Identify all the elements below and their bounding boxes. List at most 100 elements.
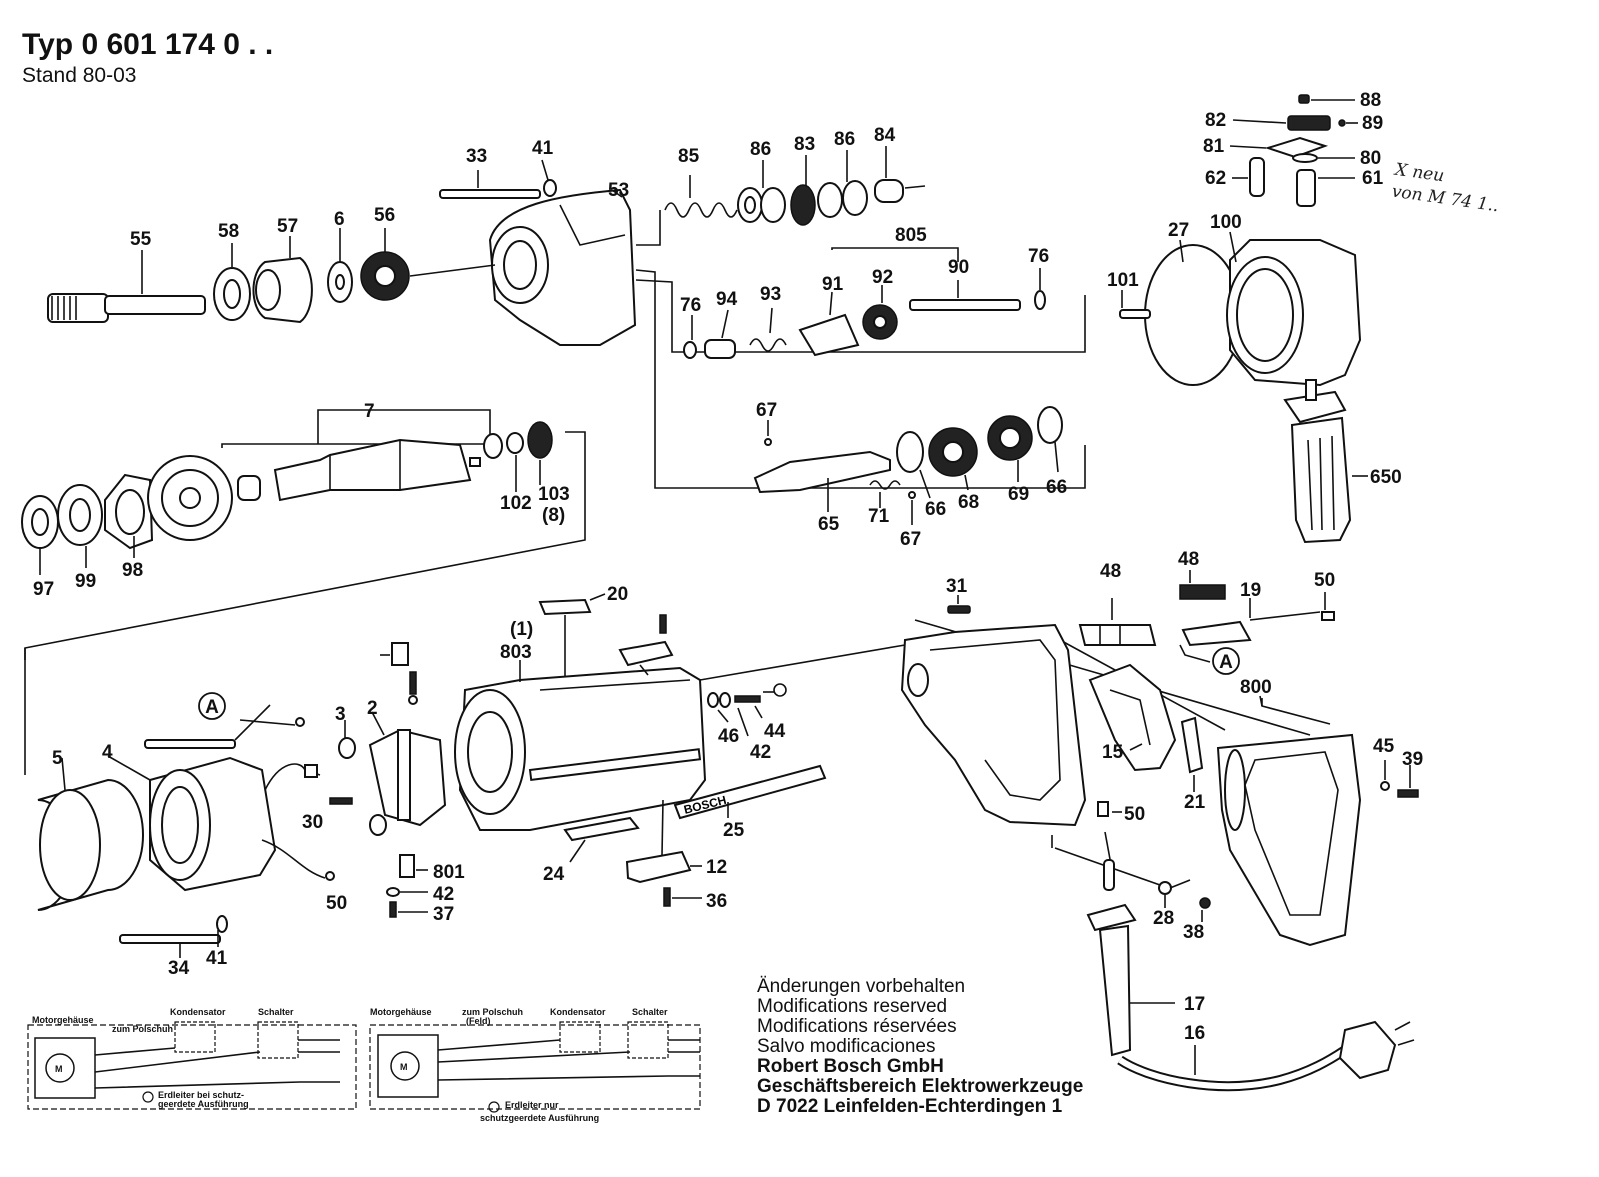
handle-housing-left [900, 623, 1087, 827]
footer-division: Geschäftsbereich Elektrowerkzeuge [757, 1076, 1084, 1097]
pn-36: 36 [706, 891, 727, 912]
footer-line-de: Änderungen vorbehalten [757, 976, 966, 997]
pn-800: 800 [1240, 677, 1272, 698]
callout-a-right-label: A [1219, 652, 1233, 673]
sch-right-earth-1: Erdleiter nur [505, 1100, 559, 1110]
pn-19: 19 [1240, 580, 1261, 601]
wiring-schematic-left: Motorgehäuse zum Polschuh Kondensator Sc… [27, 1007, 357, 1110]
callout-a-left-label: A [205, 697, 219, 718]
pn-100: 100 [1210, 212, 1242, 233]
pn-39: 39 [1402, 749, 1423, 770]
callout-a-left: A [198, 692, 226, 720]
pn-67-b: 67 [900, 529, 921, 550]
pn-17: 17 [1184, 994, 1205, 1015]
wiring-schematic-right: Motorgehäuse zum Polschuh (Feld) Kondens… [369, 1007, 701, 1123]
pn-16: 16 [1184, 1023, 1205, 1044]
motor-housing-803 [454, 593, 707, 831]
pn-42-b: 42 [433, 884, 454, 905]
pn-27: 27 [1168, 220, 1189, 241]
pn-65: 65 [818, 514, 840, 535]
pn-1: (1) [510, 619, 533, 640]
pn-50-c: 50 [1124, 804, 1145, 825]
pn-94: 94 [716, 289, 738, 310]
handle-housing-right [1216, 698, 1419, 947]
pn-80: 80 [1360, 148, 1381, 169]
pn-801: 801 [433, 862, 465, 883]
top-cap-parts [1229, 94, 1358, 207]
pn-88: 88 [1360, 90, 1381, 111]
pn-45: 45 [1373, 736, 1395, 757]
sch-right-switch: Schalter [632, 1007, 668, 1017]
pn-91: 91 [822, 274, 844, 295]
gear-group-bracket [635, 210, 1086, 489]
gear-case-100 [1119, 231, 1362, 387]
pn-76-b: 76 [680, 295, 701, 316]
sch-left-motor-housing: Motorgehäuse [32, 1015, 94, 1025]
pn-81: 81 [1203, 136, 1225, 157]
pn-12: 12 [706, 857, 727, 878]
pn-3: 3 [335, 704, 346, 725]
pn-803: 803 [500, 642, 532, 663]
pn-38: 38 [1183, 922, 1204, 943]
pn-37: 37 [433, 904, 454, 925]
top-clamp-parts [618, 614, 787, 737]
footer-notes: Änderungen vorbehalten Modifications res… [757, 977, 1083, 1117]
pn-48-b: 48 [1178, 549, 1199, 570]
pn-67-a: 67 [756, 400, 777, 421]
pn-101: 101 [1107, 270, 1139, 291]
armature-assembly-7 [21, 409, 586, 660]
spindle-assembly [47, 228, 496, 324]
pn-86-b: 86 [834, 129, 855, 150]
pn-34: 34 [168, 958, 190, 979]
pn-99: 99 [75, 571, 96, 592]
pn-50-b: 50 [326, 893, 347, 914]
pn-33: 33 [466, 146, 487, 167]
pn-58: 58 [218, 221, 239, 242]
sch-left-switch: Schalter [258, 1007, 294, 1017]
cable-clamp-parts [563, 799, 702, 907]
sch-right-motor-housing: Motorgehäuse [370, 1007, 432, 1017]
switch-15 [1088, 663, 1204, 817]
pn-86-a: 86 [750, 139, 771, 160]
screw-33 [439, 159, 557, 199]
pn-42-a: 42 [750, 742, 771, 763]
pn-103: 103 [538, 484, 570, 505]
callout-a-right: A [1212, 647, 1240, 675]
footer-company: Robert Bosch GmbH [757, 1056, 944, 1077]
field-assembly [24, 648, 353, 958]
footer-line-fr: Modifications réservées [757, 1016, 957, 1037]
pn-56: 56 [374, 205, 395, 226]
pn-24: 24 [543, 864, 565, 885]
pn-97: 97 [33, 579, 54, 600]
sch-left-earth-1: Erdleiter bei schutz- [158, 1090, 244, 1100]
pn-85: 85 [678, 146, 700, 167]
pn-15: 15 [1102, 742, 1124, 763]
pn-25: 25 [723, 820, 745, 841]
power-cord [1086, 831, 1415, 1092]
sch-left-capacitor: Kondensator [170, 1007, 226, 1017]
sch-right-motor: M [400, 1062, 408, 1072]
sch-right-pole-shoe-2: (Feld) [466, 1016, 491, 1026]
pn-4: 4 [102, 742, 113, 763]
spring-washer-stack [664, 146, 926, 226]
carbon-brushes [1078, 570, 1335, 663]
pn-89: 89 [1362, 113, 1383, 134]
pn-7: 7 [364, 401, 375, 422]
pn-20: 20 [607, 584, 628, 605]
pn-31: 31 [946, 576, 968, 597]
pn-71: 71 [868, 506, 890, 527]
pn-5: 5 [52, 748, 63, 769]
intermediate-shaft-assembly [683, 268, 1046, 359]
pn-50-a: 50 [1314, 570, 1335, 591]
footer-address: D 7022 Leinfelden-Echterdingen 1 [757, 1096, 1063, 1117]
pn-84: 84 [874, 125, 896, 146]
pn-41-top: 41 [532, 138, 554, 159]
pn-44: 44 [764, 721, 786, 742]
sch-left-motor: M [55, 1064, 63, 1074]
pn-57: 57 [277, 216, 298, 237]
pn-55: 55 [130, 229, 152, 250]
type-number: Typ 0 601 174 0 . . [22, 28, 274, 61]
pn-69: 69 [1008, 484, 1029, 505]
pn-76-a: 76 [1028, 246, 1049, 267]
